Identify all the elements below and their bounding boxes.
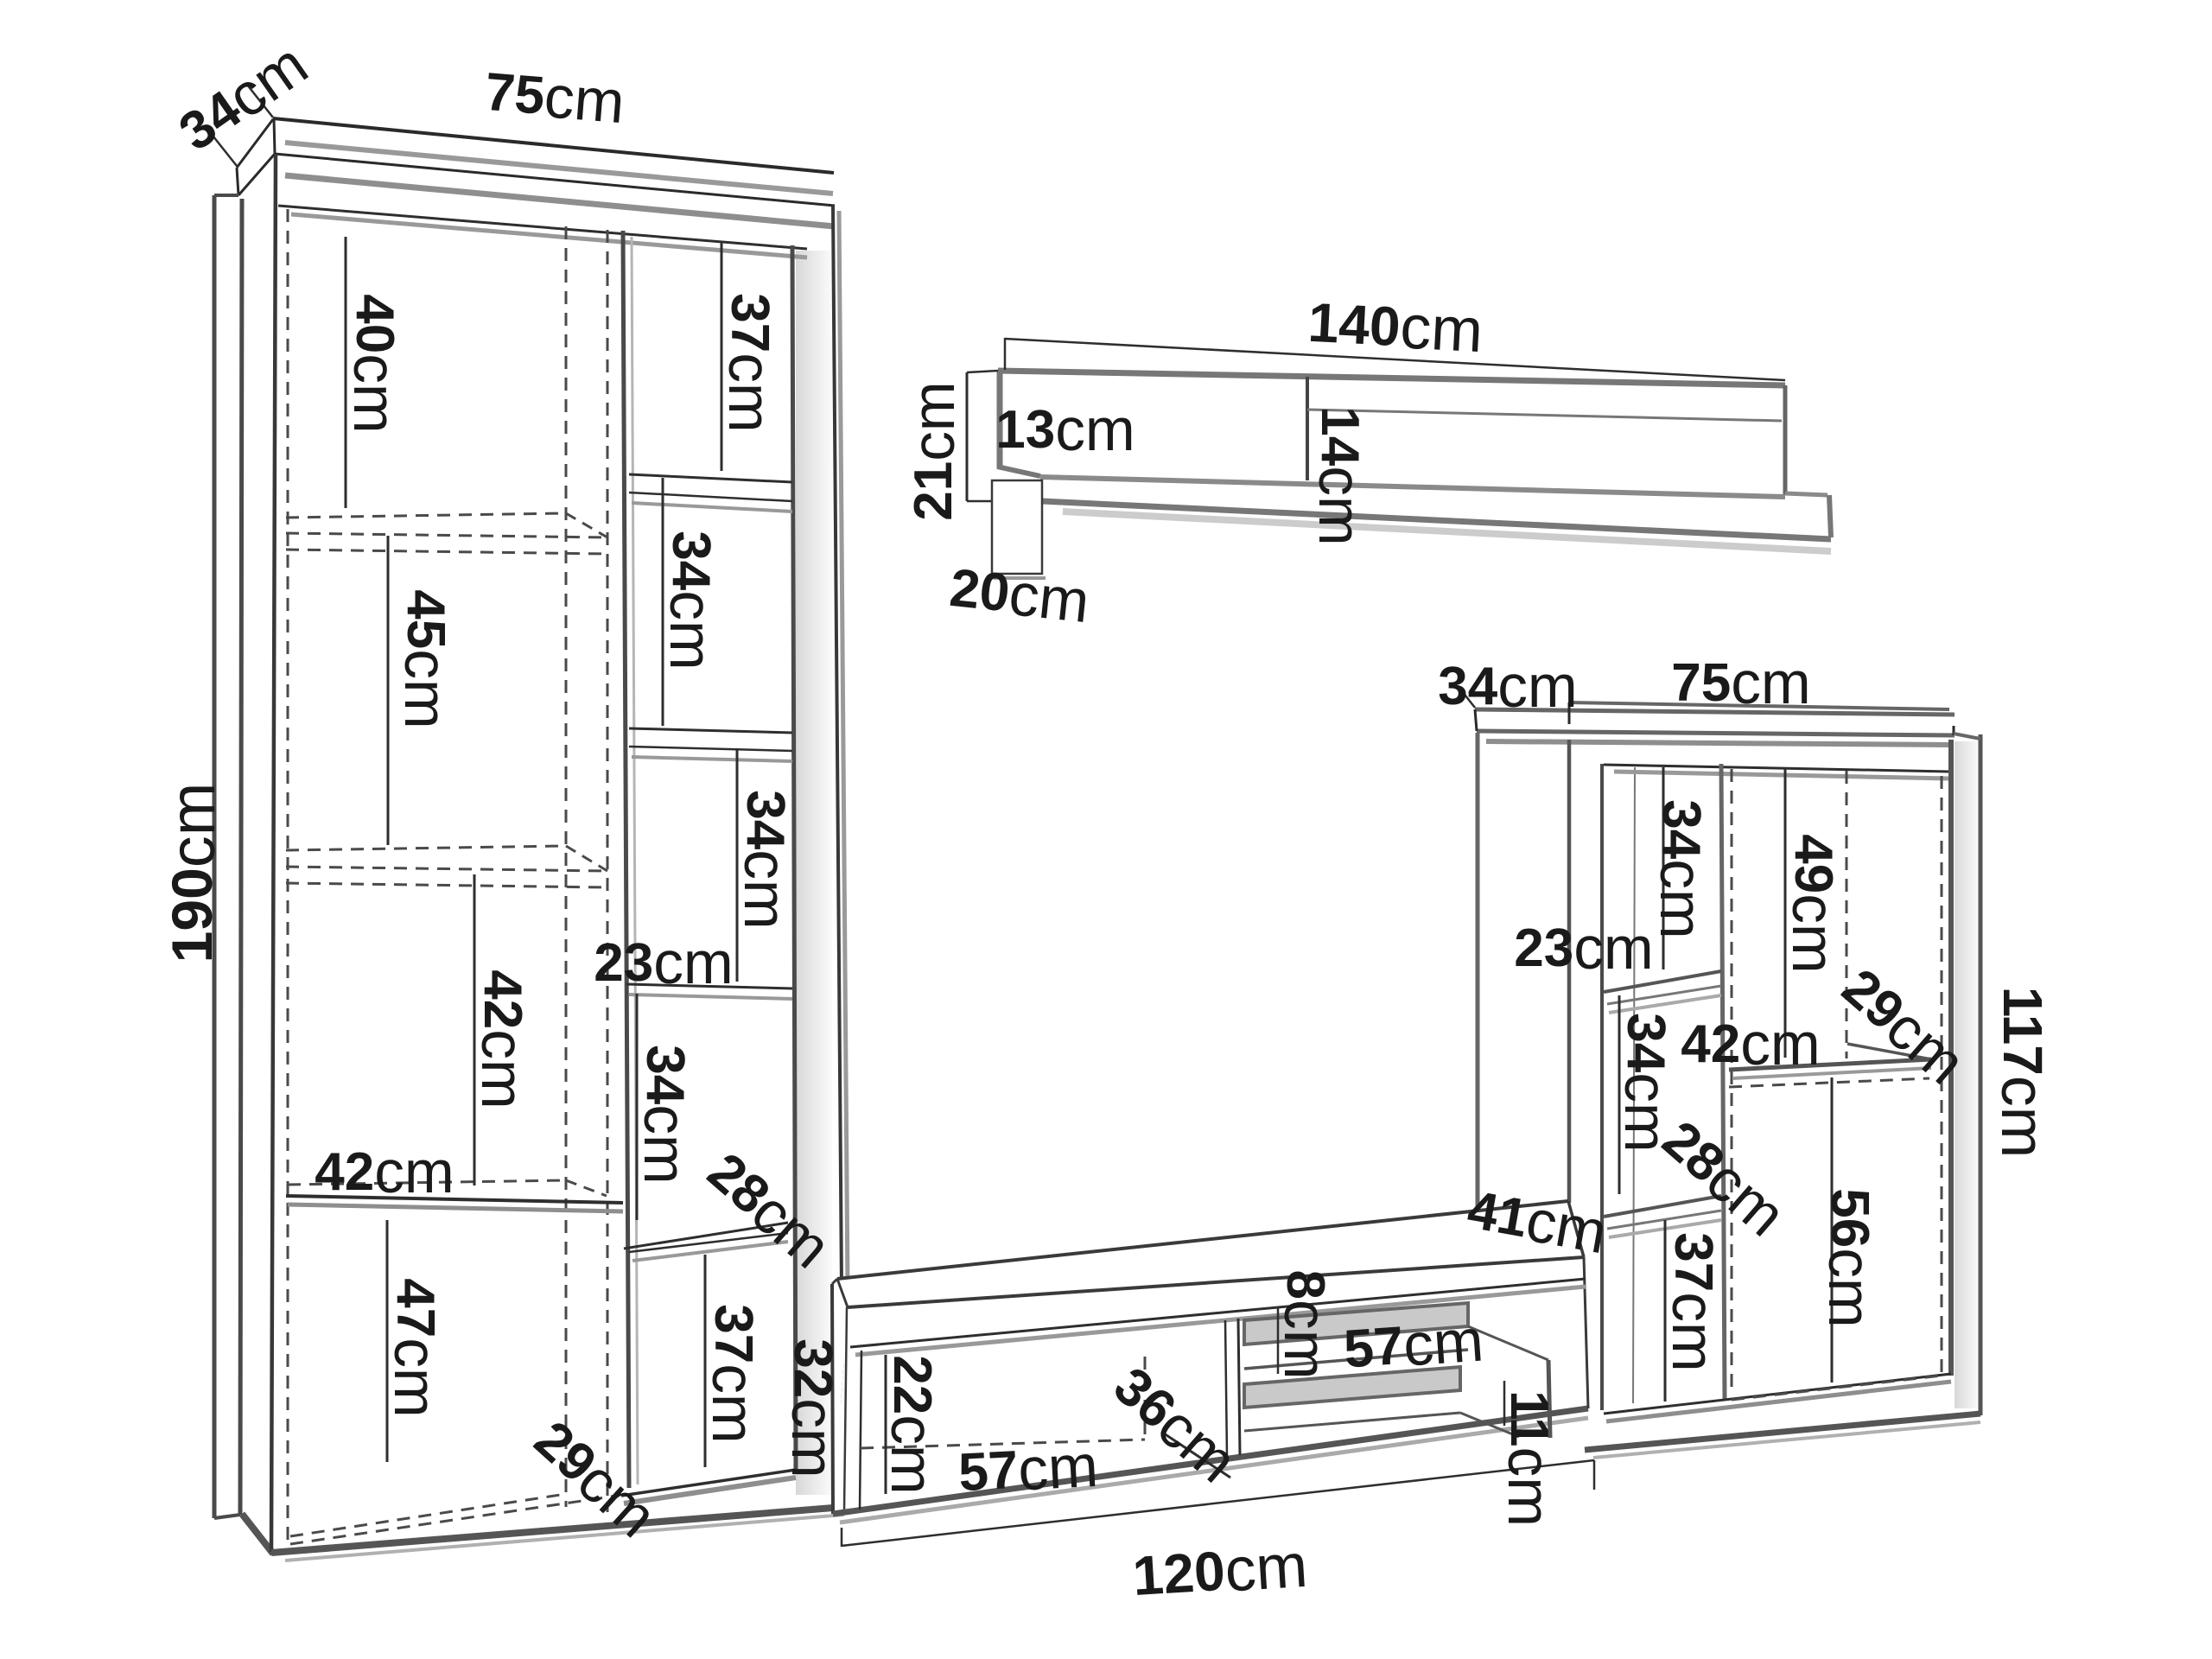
svg-text:21cm: 21cm [899, 381, 967, 521]
svg-text:22cm: 22cm [879, 1355, 946, 1495]
svg-text:117cm: 117cm [1988, 987, 2057, 1159]
svg-text:34cm: 34cm [732, 790, 799, 930]
svg-text:34cm: 34cm [1438, 652, 1578, 720]
svg-text:120cm: 120cm [1131, 1531, 1310, 1611]
svg-text:45cm: 45cm [392, 589, 460, 729]
svg-text:14cm: 14cm [1306, 406, 1374, 546]
svg-text:34cm: 34cm [632, 1045, 699, 1185]
svg-text:41cm: 41cm [1463, 1176, 1612, 1267]
svg-text:57cm: 57cm [1342, 1306, 1486, 1382]
svg-text:23cm: 23cm [594, 929, 734, 996]
svg-text:23cm: 23cm [1514, 914, 1654, 982]
svg-text:37cm: 37cm [700, 1304, 767, 1444]
svg-text:190cm: 190cm [156, 783, 228, 963]
svg-text:75cm: 75cm [1671, 649, 1811, 716]
svg-text:13cm: 13cm [995, 396, 1135, 463]
svg-text:40cm: 40cm [341, 294, 409, 434]
svg-text:34cm: 34cm [1648, 799, 1715, 939]
svg-text:42cm: 42cm [1681, 1010, 1821, 1077]
svg-text:11cm: 11cm [1496, 1390, 1563, 1527]
svg-text:140cm: 140cm [1306, 288, 1484, 365]
svg-text:56cm: 56cm [1816, 1188, 1884, 1328]
svg-text:34cm: 34cm [658, 531, 725, 671]
svg-text:37cm: 37cm [716, 293, 784, 433]
svg-text:47cm: 47cm [382, 1278, 449, 1418]
svg-text:32cm: 32cm [779, 1338, 847, 1478]
svg-text:8cm: 8cm [1272, 1269, 1339, 1379]
svg-text:37cm: 37cm [1660, 1232, 1727, 1372]
svg-text:57cm: 57cm [957, 1432, 1099, 1506]
svg-text:75cm: 75cm [482, 58, 626, 136]
svg-text:42cm: 42cm [315, 1138, 454, 1205]
svg-text:20cm: 20cm [947, 554, 1093, 635]
svg-text:42cm: 42cm [469, 969, 537, 1109]
svg-text:34cm: 34cm [1612, 1013, 1680, 1153]
svg-text:49cm: 49cm [1780, 834, 1847, 974]
